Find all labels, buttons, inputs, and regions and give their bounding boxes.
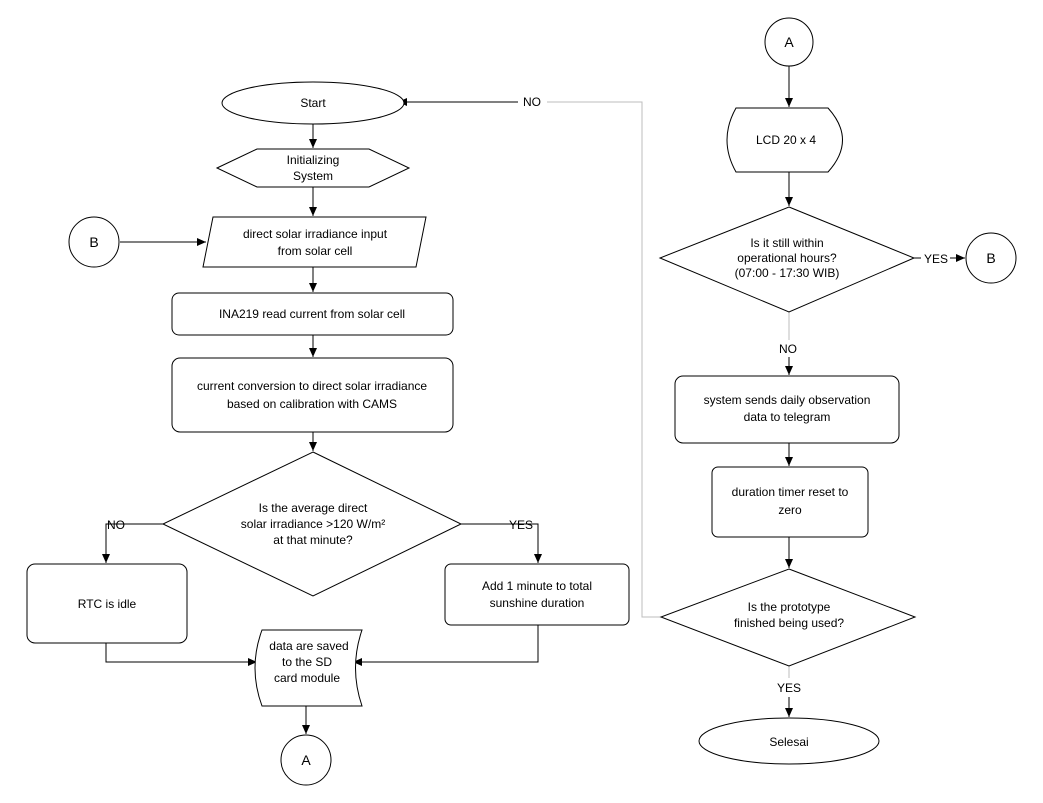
send-line-2: data to telegram: [744, 410, 831, 424]
decision2-line-2: operational hours?: [737, 251, 837, 265]
edge-decision1-yes: [461, 523, 542, 563]
end-terminal: Selesai: [698, 717, 880, 765]
decision1-line-2: solar irradiance >120 W/m²: [241, 517, 385, 531]
reset-line-1: duration timer reset to: [732, 485, 849, 499]
ina-read-label: INA219 read current from solar cell: [219, 307, 405, 321]
initializing-system-node: Initializing System: [215, 148, 411, 188]
add-line-1: Add 1 minute to total: [482, 579, 592, 593]
edge-label-yes-right: YES: [924, 252, 948, 266]
b-left-label: B: [89, 234, 98, 250]
conv-line-1: current conversion to direct solar irrad…: [197, 379, 427, 393]
saved-line-1: data are saved: [269, 639, 348, 653]
sd-card-storage-node: data are saved to the SD card module: [254, 629, 363, 707]
a-connector-top: A: [764, 17, 814, 67]
start-label: Start: [300, 96, 326, 110]
prototype-finished-decision: Is the prototype finished being used?: [659, 568, 917, 667]
edge-label-no-top: NO: [523, 95, 541, 109]
end-label: Selesai: [769, 735, 808, 749]
input-line-2: from solar cell: [278, 244, 353, 258]
lcd-display-node: LCD 20 x 4: [726, 107, 843, 173]
edge-decision1-no: [102, 523, 163, 563]
edge-decision3-no-light: [547, 101, 661, 618]
rtc-idle-label: RTC is idle: [78, 597, 137, 611]
lcd-label: LCD 20 x 4: [756, 133, 816, 147]
a-top-label: A: [784, 34, 794, 50]
rtc-idle-node: RTC is idle: [26, 563, 188, 644]
conv-line-2: based on calibration with CAMS: [227, 397, 397, 411]
conversion-node: current conversion to direct solar irrad…: [171, 357, 454, 433]
edge-add-saved: [353, 625, 539, 666]
edge-label-yes-bottom: YES: [777, 681, 801, 695]
send-line-1: system sends daily observation: [704, 393, 871, 407]
init-line-2: System: [293, 169, 333, 183]
ina219-read-node: INA219 read current from solar cell: [171, 292, 454, 336]
start-terminal: Start: [221, 81, 405, 125]
add-minute-node: Add 1 minute to total sunshine duration: [444, 563, 630, 626]
input-line-1: direct solar irradiance input: [243, 227, 388, 241]
reset-line-2: zero: [778, 503, 802, 517]
init-line-1: Initializing: [287, 153, 340, 167]
edge-rtc-saved: [105, 643, 257, 666]
flow-edges: [102, 66, 965, 734]
edge-label-no-middle: NO: [779, 342, 797, 356]
operational-hours-decision: Is it still within operational hours? (0…: [658, 206, 916, 313]
saved-line-2: to the SD: [282, 655, 332, 669]
a-connector-bottom: A: [280, 734, 332, 786]
decision1-line-1: Is the average direct: [259, 501, 368, 515]
decision2-line-3: (07:00 - 17:30 WIB): [735, 266, 840, 280]
decision3-line-2: finished being used?: [734, 616, 844, 630]
decision2-line-1: Is it still within: [750, 236, 823, 250]
edge-labels: NO NO YES YES NO YES: [107, 95, 948, 695]
decision3-line-1: Is the prototype: [748, 600, 831, 614]
irradiance-decision: Is the average direct solar irradiance >…: [161, 451, 463, 597]
edge-label-yes-left: YES: [509, 518, 533, 532]
decision1-line-3: at that minute?: [273, 533, 353, 547]
a-bottom-label: A: [301, 752, 311, 768]
saved-line-3: card module: [274, 671, 340, 685]
timer-reset-node: duration timer reset to zero: [711, 466, 869, 538]
b-connector-left: B: [68, 216, 120, 268]
solar-input-node: direct solar irradiance input from solar…: [202, 216, 427, 268]
b-right-label: B: [986, 250, 995, 266]
send-telegram-node: system sends daily observation data to t…: [674, 375, 900, 444]
edge-label-no-left: NO: [107, 518, 125, 532]
b-connector-right: B: [965, 232, 1017, 284]
add-line-2: sunshine duration: [490, 596, 585, 610]
